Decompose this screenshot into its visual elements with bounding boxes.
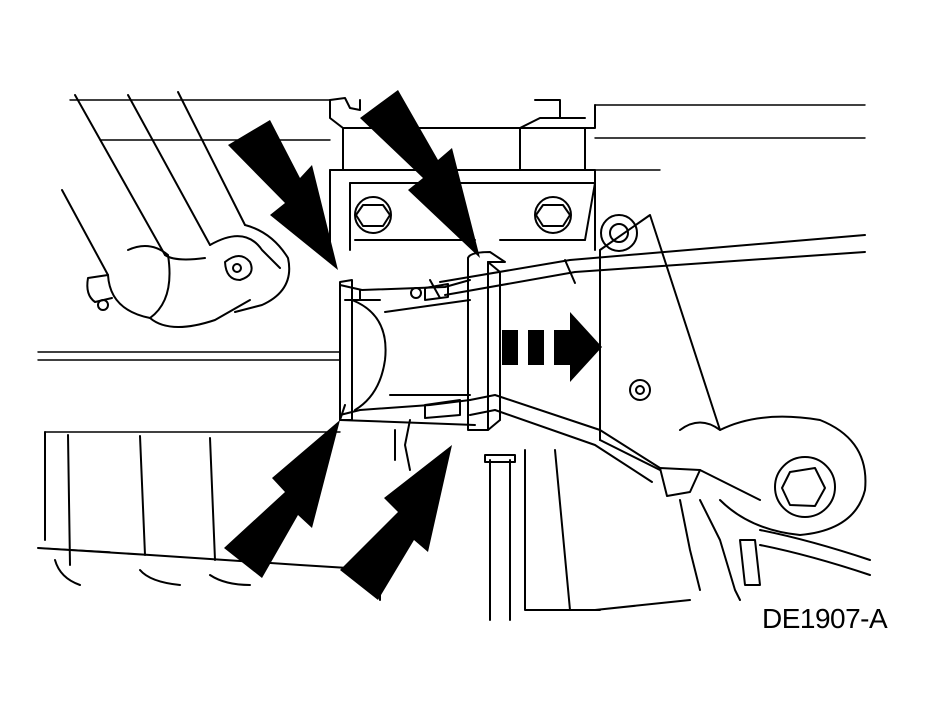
arrow-upper-left <box>228 120 338 270</box>
figure-reference-id: DE1907-A <box>762 603 888 634</box>
direction-arrow <box>502 312 602 382</box>
bolt-head <box>600 214 638 252</box>
parking-brake-cables <box>439 234 866 501</box>
arrow-lower-left <box>224 420 340 578</box>
coolant-hoses <box>61 91 291 329</box>
mounting-bracket <box>329 97 596 251</box>
callout-arrows <box>224 90 480 600</box>
cable-equalizer <box>339 251 506 471</box>
arrow-lower-middle <box>340 445 452 600</box>
arrow-upper-middle <box>360 90 480 258</box>
driveshaft-yoke <box>594 415 871 611</box>
frame-rail-lines <box>37 99 866 553</box>
